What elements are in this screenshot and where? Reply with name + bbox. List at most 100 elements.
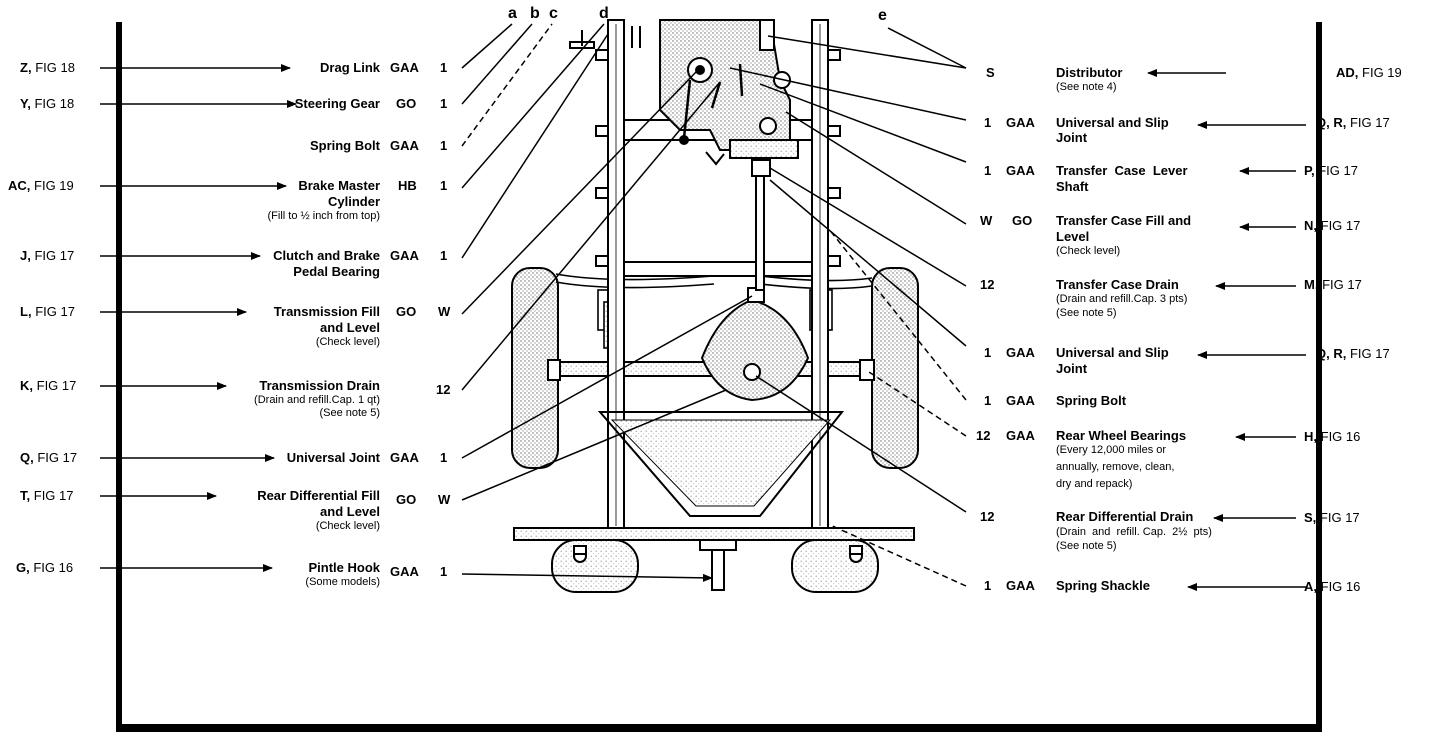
right-ref: M, FIG 17 xyxy=(1304,277,1362,292)
right-ref: N, FIG 17 xyxy=(1304,218,1361,233)
left-item-title: Pedal Bearing xyxy=(293,264,380,279)
left-interval: W xyxy=(438,304,451,319)
left-item-title: Pintle Hook xyxy=(308,560,380,575)
left-interval: 1 xyxy=(440,450,448,465)
left-lube-code: GAA xyxy=(390,248,419,263)
left-lube-code: GAA xyxy=(390,60,419,75)
leader-lines xyxy=(100,23,1306,591)
left-interval: 12 xyxy=(436,382,451,397)
left-interval: 1 xyxy=(440,60,448,75)
letter-e: e xyxy=(878,7,887,24)
right-item-note: (See note 4) xyxy=(1056,81,1117,93)
left-item-title: Transmission Fill xyxy=(273,304,380,319)
left-item-title: Drag Link xyxy=(320,60,380,75)
left-interval: 1 xyxy=(440,564,448,579)
right-lube-code: GAA xyxy=(1006,345,1035,360)
right-item-title: Transfer Case Lever xyxy=(1056,163,1188,178)
right-ref: Q, R, FIG 17 xyxy=(1316,115,1390,130)
right-item-title: Universal and Slip xyxy=(1056,345,1169,360)
left-interval: 1 xyxy=(440,138,448,153)
left-interval: 1 xyxy=(440,96,448,111)
right-item-title: Rear Differential Drain xyxy=(1056,509,1194,524)
left-ref: K, FIG 17 xyxy=(20,378,77,393)
right-interval: 12 xyxy=(980,277,995,292)
left-ref: L, FIG 17 xyxy=(20,304,75,319)
right-interval: S xyxy=(986,65,995,80)
left-lube-code: GO xyxy=(396,304,417,319)
right-ref: Q, R, FIG 17 xyxy=(1316,346,1390,361)
left-item-title: Clutch and Brake xyxy=(273,248,380,263)
right-lube-code: GAA xyxy=(1006,393,1035,408)
left-interval: 1 xyxy=(440,178,448,193)
right-item-note: (Drain and refill.Cap. 3 pts) xyxy=(1056,293,1188,305)
left-interval: W xyxy=(438,492,451,507)
right-interval: 1 xyxy=(984,345,992,360)
right-item-title: Joint xyxy=(1056,361,1088,376)
left-ref: AC, FIG 19 xyxy=(8,178,74,193)
left-item-title: Steering Gear xyxy=(294,96,380,111)
right-item-note: (See note 5) xyxy=(1056,307,1117,319)
left-item-note: (Drain and refill.Cap. 1 qt) xyxy=(254,394,380,406)
left-ref: T, FIG 17 xyxy=(20,488,74,503)
right-item-note: (Every 12,000 miles or xyxy=(1056,444,1167,456)
left-lube-code: GO xyxy=(396,492,417,507)
left-interval: 1 xyxy=(440,248,448,263)
left-ref: Y, FIG 18 xyxy=(20,96,75,111)
letter-d: d xyxy=(599,5,609,22)
left-ref: Q, FIG 17 xyxy=(20,450,78,465)
left-item-note: (See note 5) xyxy=(319,407,380,419)
rear-bumper xyxy=(513,411,915,593)
left-item-title: Brake Master xyxy=(298,178,380,193)
right-item-title: Transfer Case Drain xyxy=(1056,277,1179,292)
left-item-title: and Level xyxy=(320,504,380,519)
right-item-note: (See note 5) xyxy=(1056,540,1117,552)
right-lube-code: GAA xyxy=(1006,578,1035,593)
right-interval: 1 xyxy=(984,578,992,593)
letter-c: c xyxy=(549,5,558,22)
left-item-title: Cylinder xyxy=(327,194,380,209)
right-item-note: annually, remove, clean, xyxy=(1056,461,1175,473)
letter-a: a xyxy=(508,5,517,22)
right-item-note: dry and repack) xyxy=(1056,478,1133,490)
right-lube-code: GAA xyxy=(1006,115,1035,130)
transmission-assembly xyxy=(569,19,799,166)
left-item-note: (Check level) xyxy=(315,520,380,532)
right-item-note: (Check level) xyxy=(1056,245,1121,257)
right-item-title: Level xyxy=(1056,229,1090,244)
right-lube-code: GAA xyxy=(1006,428,1035,443)
right-item-title: Distributor xyxy=(1056,65,1123,80)
right-interval: 1 xyxy=(984,115,992,130)
right-item-title: Shaft xyxy=(1056,179,1089,194)
left-ref: J, FIG 17 xyxy=(20,248,75,263)
right-item-title: Spring Shackle xyxy=(1056,578,1150,593)
right-interval: 12 xyxy=(976,428,991,443)
right-interval: 12 xyxy=(980,509,995,524)
right-ref: P, FIG 17 xyxy=(1304,163,1358,178)
left-item-title: Universal Joint xyxy=(286,450,380,465)
left-ref: G, FIG 16 xyxy=(16,560,74,575)
right-item-title: Transfer Case Fill and xyxy=(1056,213,1192,228)
right-item-note: (Drain and refill. Cap. 2½ pts) xyxy=(1056,526,1212,538)
right-lube-code: GO xyxy=(1012,213,1033,228)
left-item-title: Rear Differential Fill xyxy=(257,488,380,503)
left-lube-code: GAA xyxy=(390,450,419,465)
left-item-note: (Some models) xyxy=(305,576,380,588)
right-interval: 1 xyxy=(984,163,992,178)
differential xyxy=(700,287,810,402)
right-lube-code: GAA xyxy=(1006,163,1035,178)
left-lube-code: HB xyxy=(398,178,417,193)
left-lube-code: GO xyxy=(396,96,417,111)
left-item-title: and Level xyxy=(320,320,380,335)
right-ref: H, FIG 16 xyxy=(1304,429,1361,444)
propeller-shaft xyxy=(751,159,771,291)
left-ref: Z, FIG 18 xyxy=(20,60,75,75)
right-item-title: Joint xyxy=(1056,130,1088,145)
left-item-note: (Check level) xyxy=(315,336,380,348)
left-lube-code: GAA xyxy=(390,564,419,579)
left-item-note: (Fill to ½ inch from top) xyxy=(267,210,380,222)
left-item-title: Transmission Drain xyxy=(259,378,380,393)
page-frame xyxy=(116,22,1322,732)
right-item-title: Rear Wheel Bearings xyxy=(1056,428,1187,443)
right-ref: A, FIG 16 xyxy=(1304,579,1361,594)
